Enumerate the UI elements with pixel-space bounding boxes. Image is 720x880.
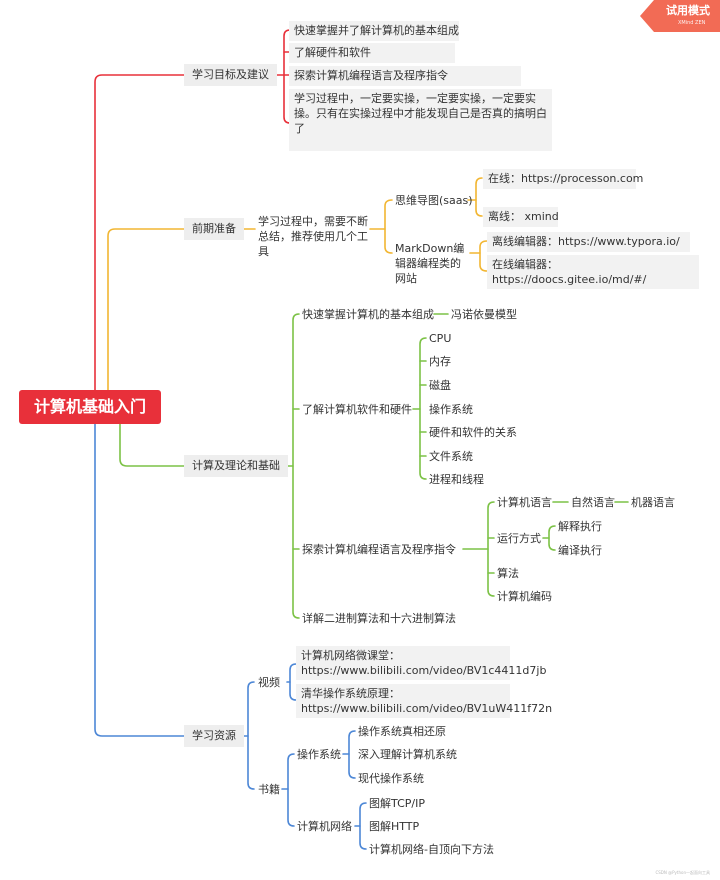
lang-code[interactable]: 计算机编码: [497, 590, 552, 603]
books-net[interactable]: 计算机网络: [297, 820, 352, 833]
res-video[interactable]: 视频: [258, 676, 280, 689]
net-book[interactable]: 图解HTTP: [369, 820, 420, 833]
connector-root-theory: [119, 423, 185, 467]
run-item[interactable]: 解释执行: [558, 520, 602, 533]
lang-run[interactable]: 运行方式: [497, 532, 541, 545]
goal-item[interactable]: 快速掌握并了解计算机的基本组成: [289, 21, 459, 41]
lang-chain-item[interactable]: 机器语言: [631, 496, 675, 509]
net-book[interactable]: 计算机网络-自顶向下方法: [369, 843, 494, 856]
hw-item[interactable]: 硬件和软件的关系: [429, 426, 517, 439]
net-book[interactable]: 图解TCP/IP: [369, 797, 425, 810]
topic-goals[interactable]: 学习目标及建议: [184, 64, 277, 86]
mindmap-tool[interactable]: 思维导图(saas): [395, 194, 473, 207]
connector-root-resources: [94, 423, 185, 737]
run-item[interactable]: 编译执行: [558, 544, 602, 557]
video-item[interactable]: 计算机网络微课堂：https://www.bilibili.com/video/…: [296, 646, 546, 680]
video-item[interactable]: 清华操作系统原理：https://www.bilibili.com/video/…: [296, 684, 552, 718]
books-os[interactable]: 操作系统: [297, 748, 341, 761]
trial-mode-sub: XMind ZEN: [678, 20, 706, 26]
mindmap-online[interactable]: 在线：https://processon.com: [483, 169, 643, 189]
hw-item[interactable]: 进程和线程: [429, 473, 484, 486]
os-book[interactable]: 深入理解计算机系统: [358, 748, 457, 761]
theory-lang[interactable]: 探索计算机编程语言及程序指令: [302, 543, 456, 556]
markdown-online[interactable]: 在线编辑器：https://doocs.gitee.io/md/#/: [487, 255, 699, 289]
connector-root-goals: [94, 74, 185, 391]
hw-item[interactable]: 磁盘: [429, 379, 451, 392]
lang-chain-item[interactable]: 计算机语言: [497, 496, 552, 509]
hw-item[interactable]: 操作系统: [429, 403, 473, 416]
theory-hw[interactable]: 了解计算机软件和硬件: [302, 403, 412, 416]
goal-item[interactable]: 探索计算机编程语言及程序指令: [289, 66, 521, 86]
goal-item[interactable]: 学习过程中，一定要实操，一定要实操，一定要实操。只有在实操过程中才能发现自己是否…: [289, 89, 552, 151]
prep-summary[interactable]: 学习过程中，需要不断总结，推荐使用几个工具: [258, 215, 368, 258]
os-book[interactable]: 操作系统真相还原: [358, 725, 446, 738]
theory-model[interactable]: 冯诺依曼模型: [451, 308, 517, 321]
mindmap-offline[interactable]: 离线： xmind: [483, 207, 559, 227]
topic-prep[interactable]: 前期准备: [184, 218, 244, 240]
markdown-offline[interactable]: 离线编辑器：https://www.typora.io/: [487, 232, 690, 252]
hw-item[interactable]: 文件系统: [429, 450, 473, 463]
connector-root-prep: [107, 228, 185, 391]
footer-watermark: CSDN @Python一起面向工具: [655, 870, 710, 875]
lang-chain-item[interactable]: 自然语言: [571, 496, 615, 509]
trial-mode-label: 试用模式: [666, 4, 710, 17]
theory-basic[interactable]: 快速掌握计算机的基本组成: [302, 308, 434, 321]
topic-theory[interactable]: 计算及理论和基础: [184, 455, 288, 477]
root-topic[interactable]: 计算机基础入门: [19, 390, 161, 424]
os-book[interactable]: 现代操作系统: [358, 772, 424, 785]
topic-resources[interactable]: 学习资源: [184, 725, 244, 747]
lang-algo[interactable]: 算法: [497, 567, 519, 580]
res-books[interactable]: 书籍: [258, 783, 280, 796]
trial-mode-badge[interactable]: 试用模式 XMind ZEN: [640, 0, 720, 32]
hw-item[interactable]: 内存: [429, 355, 451, 368]
hw-item[interactable]: CPU: [429, 332, 452, 345]
theory-binary[interactable]: 详解二进制算法和十六进制算法: [302, 612, 456, 625]
markdown-tool[interactable]: MarkDown编辑器编程类的网站: [395, 242, 465, 285]
goal-item[interactable]: 了解硬件和软件: [289, 43, 455, 63]
